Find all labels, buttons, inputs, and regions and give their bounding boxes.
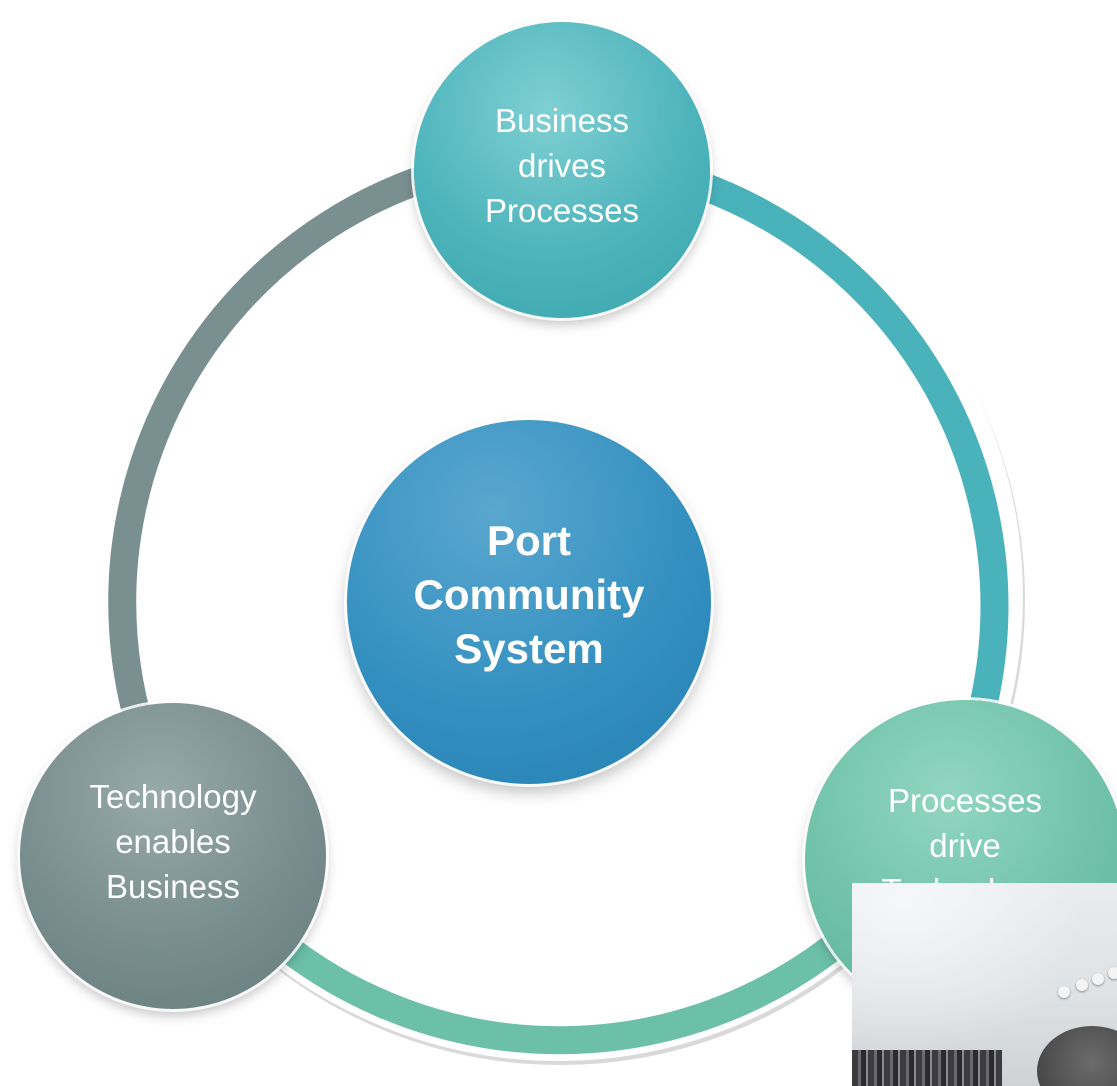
lamp-icon	[1058, 986, 1070, 998]
node-business: Business drives Processes	[414, 22, 710, 318]
lamp-icon	[1092, 973, 1104, 985]
node-technology-label: Technology enables Business	[89, 777, 257, 905]
webcam-overlay[interactable]	[852, 883, 1117, 1086]
center-label: Port Community System	[413, 517, 645, 672]
webcam-bookshelf	[852, 1050, 1002, 1086]
center-node: Port Community System	[347, 420, 711, 784]
node-technology: Technology enables Business	[20, 703, 326, 1009]
lamp-icon	[1076, 979, 1088, 991]
node-business-label: Business drives Processes	[484, 101, 640, 229]
ring-segment-bottom	[255, 895, 891, 1055]
lamp-icon	[1108, 967, 1117, 979]
